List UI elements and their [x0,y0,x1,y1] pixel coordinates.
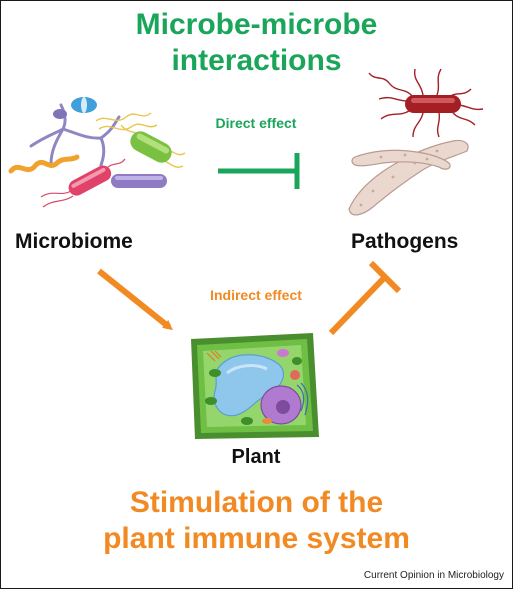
inhibition-arrow-icon [328,260,402,336]
plant-cell-icon [191,333,319,439]
microbiome-label: Microbiome [15,230,133,253]
title-top-line2: interactions [171,44,342,77]
plant-label: Plant [231,446,281,468]
indirect-effect-label: Indirect effect [210,287,302,303]
pathogens-label: Pathogens [351,230,459,253]
microbiome-cluster-icon [8,97,186,208]
direct-effect-label: Direct effect [215,115,297,131]
pathogen-rod-icon [368,68,484,138]
pathogen-hypha-icon [348,139,469,216]
inhibition-arrow-direct [218,153,300,189]
title-bottom-line1: Stimulation of the [129,486,384,519]
journal-credit: Current Opinion in Microbiology [363,570,504,581]
title-top-line1: Microbe-microbe [135,8,378,41]
title-bottom-line2: plant immune system [103,522,410,555]
activation-arrow-icon [97,268,173,331]
